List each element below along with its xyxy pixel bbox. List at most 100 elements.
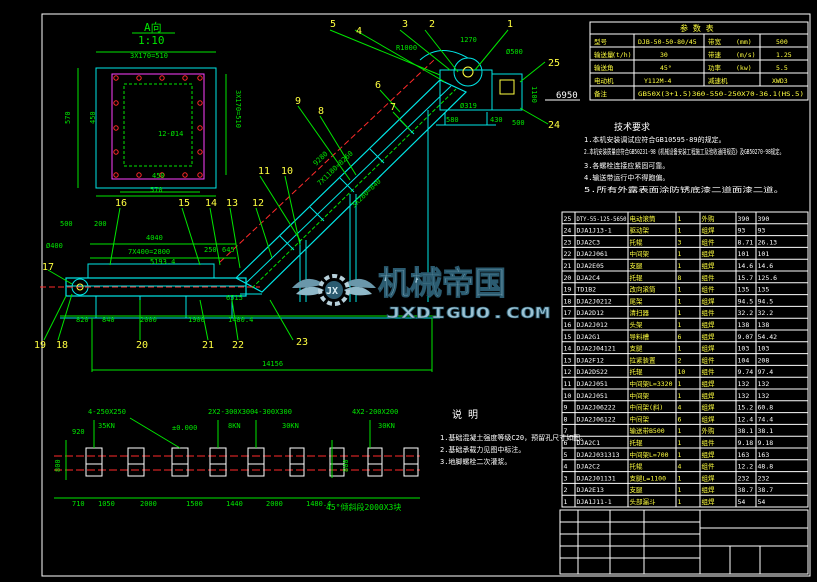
bom-cell: 组焊 — [702, 403, 716, 412]
bom-cell: 6 — [678, 333, 682, 341]
spec-r3-c6: 5.5 — [776, 64, 788, 72]
notes-title: 说 明 — [452, 408, 478, 421]
bom-cell: 10 — [564, 392, 572, 400]
bom-cell: 22 — [564, 250, 572, 258]
spec-r2-c5: (m/s) — [736, 51, 756, 59]
bom-cell: 25 — [564, 215, 572, 223]
balloon-23: 23 — [296, 337, 308, 348]
bom-cell: 74.4 — [758, 415, 774, 423]
bom-cell: TD1B2 — [577, 286, 597, 294]
dim-2000: 2000 — [140, 316, 157, 324]
balloon-1: 1 — [507, 19, 513, 30]
dim-400: Ø400 — [46, 242, 63, 250]
bom-cell: 支腿 — [630, 261, 644, 270]
bom-cell: 中间架 — [630, 249, 650, 258]
bom-cell: 12 — [564, 368, 572, 376]
fdn-dim-1050: 1050 — [98, 500, 115, 508]
bom-cell: 26.13 — [758, 238, 778, 246]
tech-line-2: 2.本机安装质量应符合GB50231-98《机械设备安装工程施工及验收通用规范》… — [584, 147, 784, 156]
dim-4040: 4040 — [146, 234, 163, 242]
bom-cell: 组焊 — [702, 261, 716, 270]
bom-cell: 132 — [758, 392, 770, 400]
bom-cell: 38.1 — [758, 427, 774, 435]
fdn-label-1: 4-250X250 — [88, 408, 126, 416]
bom-cell: 135 — [738, 286, 750, 294]
balloon-3: 3 — [402, 19, 408, 30]
fdn-dim-800b: 800 — [342, 459, 350, 472]
notes-line-2: 2.基础承载力见图中标注。 — [440, 445, 525, 454]
a-dim-570-left: 570 — [64, 111, 72, 124]
bom-cell: 20 — [564, 274, 572, 282]
bom-cell: 1 — [678, 286, 682, 294]
spec-r3-c3: 45° — [660, 64, 672, 72]
dim-6950: 6950 — [556, 91, 578, 101]
bom-cell: DJA2J051 — [577, 380, 608, 388]
bom-cell: 24 — [564, 227, 572, 235]
fdn-label-4: 4-300X300 — [254, 408, 292, 416]
balloon-9: 9 — [295, 96, 301, 107]
watermark-logo-letters: JX — [326, 286, 338, 297]
bom-cell: 101 — [758, 250, 770, 258]
bom-cell: 208 — [758, 356, 770, 364]
bom-cell: 9.07 — [738, 333, 754, 341]
bom-cell: 组焊 — [702, 379, 716, 388]
bom-cell: 232 — [738, 474, 750, 482]
bom-cell: 托辊 — [630, 273, 644, 282]
bom-cell: 驱动架 — [630, 227, 650, 235]
bom-cell: 1 — [678, 427, 682, 435]
bom-cell: 93 — [738, 227, 746, 235]
bom-cell: 组件 — [702, 462, 716, 471]
bom-cell: 8 — [564, 415, 568, 423]
fdn-force-1: 35KN — [98, 422, 115, 430]
fdn-dim-1440: 1440 — [226, 500, 243, 508]
spec-r2-c4: 带速 — [708, 51, 722, 59]
fdn-force-3: 30KN — [282, 422, 299, 430]
bom-cell: 132 — [758, 380, 770, 388]
foundation-notes: 说 明 1.基础混凝土强度等级C20，预留孔尺寸如图。 2.基础承载力见图中标注… — [440, 408, 587, 466]
notes-line-1: 1.基础混凝土强度等级C20，预留孔尺寸如图。 — [440, 433, 587, 442]
bom-cell: 12.2 — [738, 463, 754, 471]
spec-r1-c4: (mm) — [736, 38, 752, 46]
bom-cell: 2 — [564, 486, 568, 494]
fdn-dim-1500: 1500 — [186, 500, 203, 508]
bom-cell: 外购 — [702, 214, 716, 223]
balloon-10: 10 — [281, 166, 293, 177]
bom-cell: 163 — [738, 451, 750, 459]
dim-820: 820 — [76, 316, 89, 324]
dim-430: 430 — [490, 116, 503, 124]
spec-r4-c3: Y112M-4 — [644, 77, 671, 85]
bom-cell: 电动滚筒 — [630, 214, 657, 223]
bom-cell: 组焊 — [702, 391, 716, 400]
bom-cell: 组件 — [702, 355, 716, 364]
bom-cell: 头部漏斗 — [630, 497, 657, 506]
dim-14156: 14156 — [262, 360, 283, 368]
title-block — [559, 509, 809, 575]
bom-cell: 1 — [678, 227, 682, 235]
bom-cell: 4 — [564, 463, 568, 471]
spec-r2-c2: (t/h) — [612, 51, 632, 59]
bom-cell: 组焊 — [702, 497, 716, 506]
bom-cell: 132 — [738, 380, 750, 388]
bom-cell: DJA2E05 — [577, 262, 604, 270]
bom-cell: 支腿 — [630, 485, 644, 494]
bom-cell: 103 — [738, 345, 750, 353]
bom-cell: 3 — [564, 474, 568, 482]
bom-cell: 组件 — [702, 237, 716, 246]
balloon-21: 21 — [202, 340, 214, 351]
bom-cell: 1 — [678, 486, 682, 494]
bom-cell: 托辊 — [630, 367, 644, 376]
spec-r5-c3: GB50X(3+1.5)360-550-250X70-36.1(HS.5) — [638, 90, 804, 98]
spec-r4-c4: 减速机 — [708, 76, 728, 85]
dim-1100: 1100 — [530, 86, 538, 103]
spec-table: 参 数 表 型号 DJB-50-50-80/45 带宽 (mm) 500 输送量… — [589, 21, 809, 101]
spec-r5-c1: 备注 — [594, 89, 608, 98]
dim-1900: 1900 — [188, 316, 205, 324]
bom-cell: 组件 — [702, 438, 716, 447]
bom-cell: 48.8 — [758, 463, 774, 471]
bom-cell: 1 — [678, 215, 682, 223]
bom-cell: 17 — [564, 309, 572, 317]
bom-cell: 支腿L=1100 — [630, 473, 667, 482]
bom-cell: 16 — [564, 321, 572, 329]
